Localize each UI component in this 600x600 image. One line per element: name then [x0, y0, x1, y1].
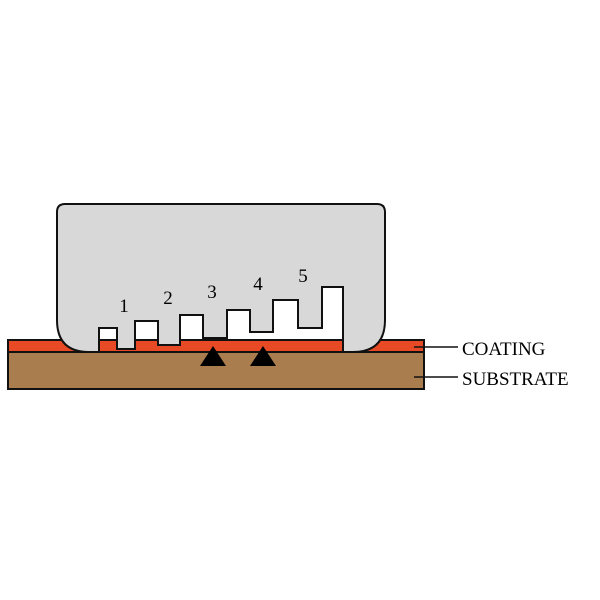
- substrate-label: SUBSTRATE: [462, 369, 569, 390]
- tooth-label-2: 2: [163, 288, 173, 309]
- tooth-label-5: 5: [298, 266, 308, 287]
- tooth-label-1: 1: [119, 296, 129, 317]
- tooth-label-3: 3: [207, 282, 217, 303]
- contact-marker-triangle: [200, 346, 226, 366]
- tooth-label-4: 4: [253, 274, 263, 295]
- coating-label: COATING: [462, 339, 546, 360]
- tool-body: [56, 203, 386, 353]
- contact-marker-triangle: [250, 346, 276, 366]
